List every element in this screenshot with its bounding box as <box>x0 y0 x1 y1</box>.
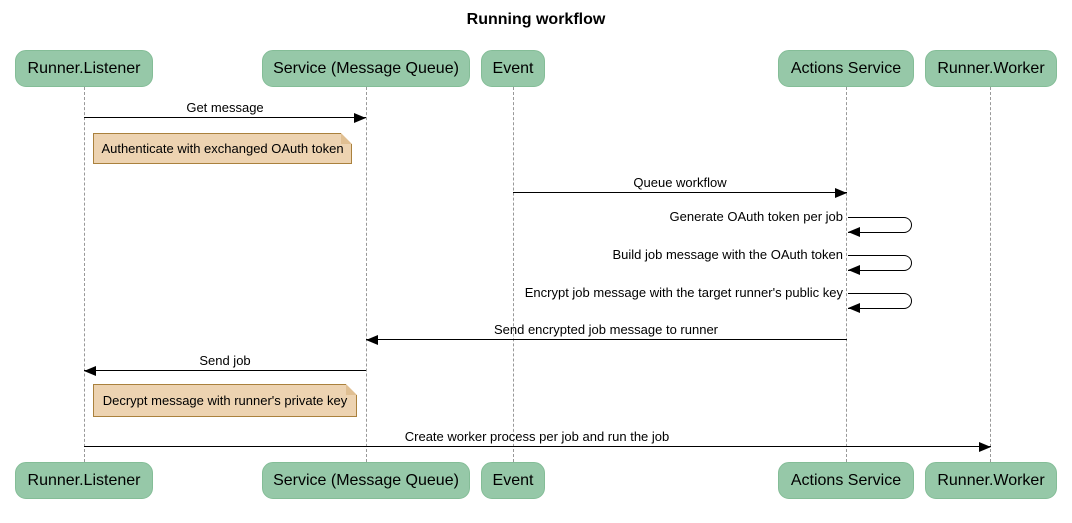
lifeline-service-message-queue <box>366 87 367 462</box>
participant-bottom-actions-service: Actions Service <box>778 462 914 499</box>
arrow-head <box>835 188 847 198</box>
participant-top-actions-service: Actions Service <box>778 50 914 87</box>
note-authenticate: Authenticate with exchanged OAuth token <box>93 133 352 164</box>
message-label-create-worker: Create worker process per job and run th… <box>404 429 670 444</box>
arrow-head <box>84 366 96 376</box>
participant-bottom-service-message-queue: Service (Message Queue) <box>262 462 470 499</box>
note-decrypt: Decrypt message with runner's private ke… <box>93 384 357 417</box>
lifeline-actions-service <box>846 87 847 462</box>
participant-top-service-message-queue: Service (Message Queue) <box>262 50 470 87</box>
message-line <box>513 192 847 193</box>
self-message-loop <box>848 255 912 271</box>
message-label-generate-oauth-token: Generate OAuth token per job <box>669 209 843 224</box>
message-line <box>366 339 847 340</box>
participant-top-runner-listener: Runner.Listener <box>15 50 153 87</box>
arrow-head <box>979 442 991 452</box>
participant-bottom-event: Event <box>481 462 545 499</box>
message-line <box>84 446 991 447</box>
arrow-head <box>848 227 860 237</box>
self-message-loop <box>848 293 912 309</box>
diagram-title: Running workflow <box>466 11 606 28</box>
message-label-build-job-message: Build job message with the OAuth token <box>612 247 843 262</box>
self-message-loop <box>848 217 912 233</box>
arrow-head <box>354 113 366 123</box>
lifeline-event <box>513 87 514 462</box>
participant-bottom-runner-worker: Runner.Worker <box>925 462 1057 499</box>
participant-bottom-runner-listener: Runner.Listener <box>15 462 153 499</box>
message-label-queue-workflow: Queue workflow <box>633 175 727 190</box>
lifeline-runner-worker <box>990 87 991 462</box>
arrow-head <box>366 335 378 345</box>
participant-top-runner-worker: Runner.Worker <box>925 50 1057 87</box>
message-label-encrypt-job-message: Encrypt job message with the target runn… <box>524 285 843 300</box>
message-line <box>84 370 366 371</box>
participant-top-event: Event <box>481 50 545 87</box>
lifeline-runner-listener <box>84 87 85 462</box>
message-label-get-message: Get message <box>186 100 264 115</box>
arrow-head <box>848 303 860 313</box>
message-label-send-encrypted: Send encrypted job message to runner <box>493 322 719 337</box>
message-line <box>84 117 366 118</box>
arrow-head <box>848 265 860 275</box>
message-label-send-job: Send job <box>199 353 251 368</box>
